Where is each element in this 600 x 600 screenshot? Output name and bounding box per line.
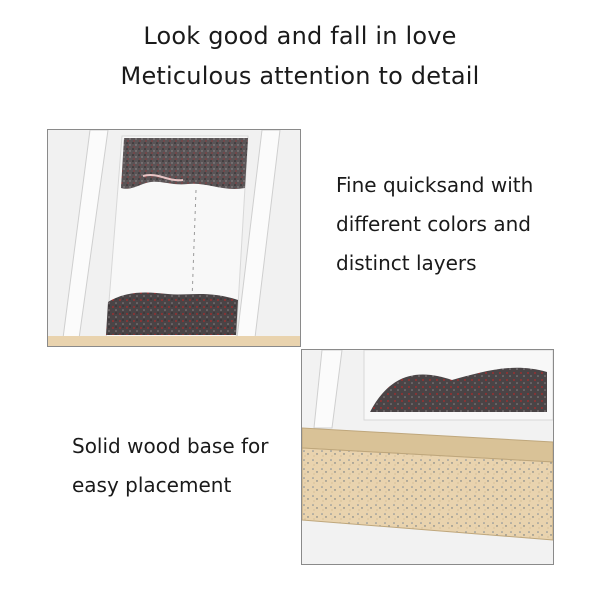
caption-line: Solid wood base for: [72, 434, 269, 458]
caption-line: easy placement: [72, 473, 232, 497]
caption-line: distinct layers: [336, 251, 477, 275]
sand-feature-caption: Fine quicksand with different colors and…: [336, 166, 533, 283]
caption-line: different colors and: [336, 212, 531, 236]
base-feature-caption: Solid wood base for easy placement: [72, 427, 269, 505]
headline-secondary: Meticulous attention to detail: [120, 62, 480, 90]
sand-layers-photo: [47, 129, 301, 347]
caption-line: Fine quicksand with: [336, 173, 534, 197]
wood-base-illustration: [302, 350, 553, 564]
sand-layers-illustration: [48, 130, 300, 346]
wood-base-photo: [301, 349, 554, 565]
headline-primary: Look good and fall in love: [143, 22, 457, 50]
